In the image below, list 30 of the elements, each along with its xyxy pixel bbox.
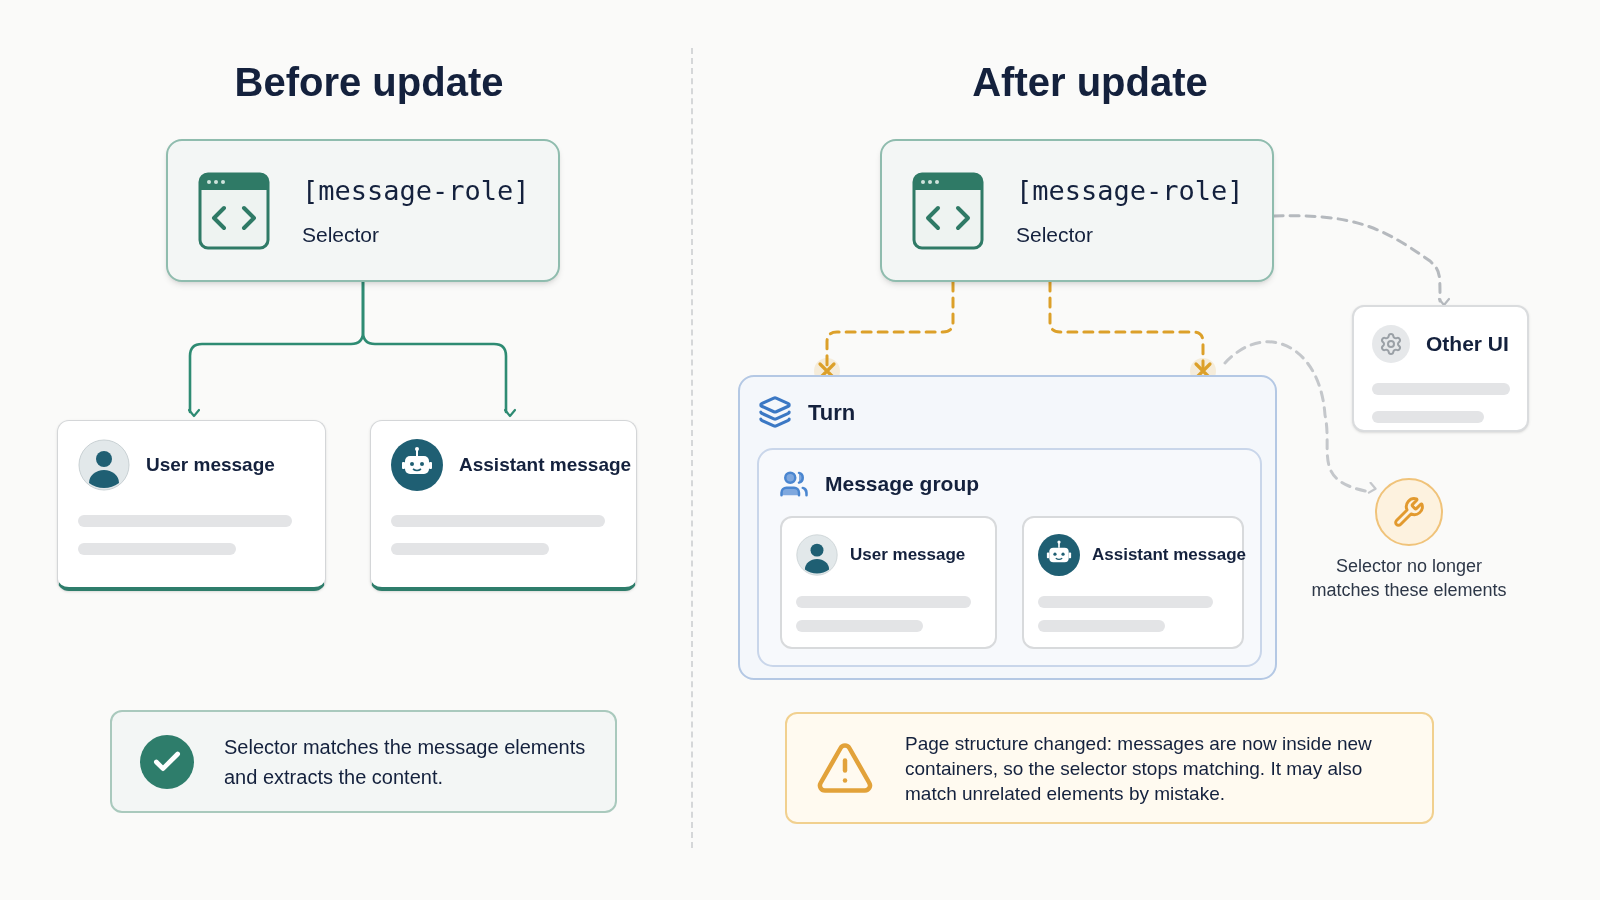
warning-note: [785, 712, 1434, 824]
message-title: Assistant message: [1092, 544, 1247, 567]
group-title: Message group: [825, 471, 980, 497]
arrow: [361, 280, 517, 418]
section-title: After update: [971, 59, 1209, 106]
selector-code: [message-role]: [1016, 173, 1244, 208]
message-card: [780, 516, 997, 649]
container-box: [738, 375, 1277, 680]
group-box: [757, 448, 1262, 667]
note-text: Selector matches the message elements and extracts the content.: [224, 734, 587, 790]
selector-card: [166, 139, 560, 282]
arrow: [1272, 214, 1451, 307]
section-title: Before update: [233, 59, 505, 106]
selector-card: [880, 139, 1274, 282]
selector-subtitle: Selector: [302, 222, 381, 248]
message-card: [57, 420, 326, 591]
ui-card: [1352, 305, 1529, 432]
message-title: User message: [850, 544, 966, 567]
success-note: [110, 710, 617, 813]
ui-card-title: Other UI: [1426, 331, 1509, 358]
message-title: Assistant message: [459, 452, 632, 477]
caption-text: Selector no longer matches these elements: [1310, 555, 1508, 602]
message-card: [1022, 516, 1244, 649]
arrow: [1223, 340, 1377, 494]
message-card: [370, 420, 637, 591]
note-text: Page structure changed: messages are now inside new containers, so the selector stops matching. It may also match unrelated elements by mistake.: [905, 731, 1373, 806]
selector-subtitle: Selector: [1016, 222, 1095, 248]
selector-code: [message-role]: [302, 173, 530, 208]
container-title: Turn: [808, 398, 856, 427]
message-title: User message: [146, 452, 275, 477]
